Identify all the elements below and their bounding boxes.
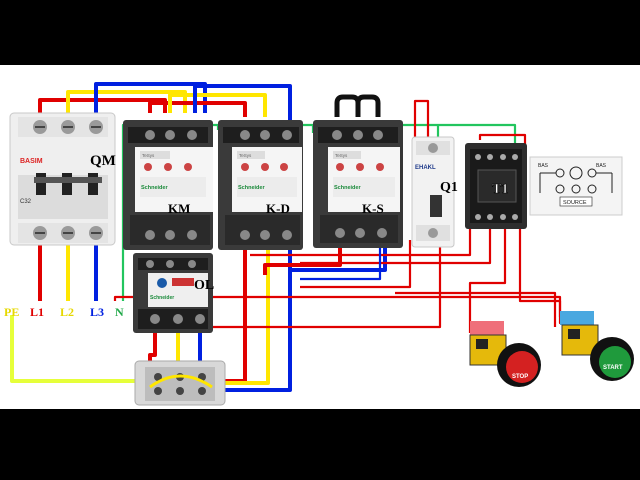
star-to-delta-red <box>263 235 342 275</box>
power-wires <box>38 82 387 392</box>
timer-t1: T1 <box>465 143 527 229</box>
kd-label: K-D <box>266 201 290 216</box>
ol-out-red <box>148 323 157 365</box>
breaker-brand: BASIM <box>20 158 43 165</box>
ks-brand: Schneider <box>334 185 361 191</box>
ol-label: OL <box>194 278 214 293</box>
l1-top-wire <box>38 98 167 113</box>
stop-button[interactable]: STOP <box>469 321 541 387</box>
km-model: TeSys <box>142 153 155 158</box>
breaker-label: QM <box>90 153 116 169</box>
overload-ol: Schneider OL <box>133 253 214 333</box>
km-delta-link-blue <box>193 84 292 120</box>
wiring-svg: BASIM C32 QM Schneider TeSys KM Schneide… <box>4 82 634 406</box>
control-loop-1 <box>413 99 430 137</box>
timer-label: T1 <box>492 182 508 197</box>
km-label: KM <box>168 201 190 216</box>
line-labels: PE L1 L2 L3 N <box>4 305 124 319</box>
control-loop-8 <box>300 227 492 265</box>
kd-brand: Schneider <box>238 185 265 191</box>
star-bridge <box>334 94 381 117</box>
mcb-label: Q1 <box>440 180 458 195</box>
l3-label: L3 <box>90 305 104 319</box>
control-loop-3 <box>468 227 507 333</box>
km-delta-link-red <box>148 101 247 117</box>
start-button[interactable]: START <box>560 311 634 381</box>
control-loop-10 <box>300 243 382 281</box>
schematic-source: SOURCE <box>563 200 587 206</box>
pe-label: PE <box>4 305 19 319</box>
km-delta-link-yellow <box>168 93 267 117</box>
km-brand: Schneider <box>141 185 168 191</box>
l1-label: L1 <box>30 305 44 319</box>
l3-top-wire <box>94 82 207 113</box>
timer-schematic: BAS BAS SOURCE <box>529 156 623 216</box>
ol-brand: Schneider <box>150 295 174 301</box>
wiring-diagram: BASIM C32 QM Schneider TeSys KM Schneide… <box>0 65 640 409</box>
control-loop-9 <box>300 240 412 289</box>
n-label: N <box>115 305 124 319</box>
delta-out-red <box>220 235 247 383</box>
start-label: START <box>603 365 623 371</box>
control-loop-7 <box>250 227 472 257</box>
delta-out-blue <box>200 235 292 392</box>
stop-label: STOP <box>512 374 528 380</box>
kd-model: TeSys <box>239 153 252 158</box>
control-loop-6 <box>113 295 562 317</box>
l2-label: L2 <box>60 305 74 319</box>
ks-label: K-S <box>362 201 384 216</box>
pe-wire <box>10 315 140 383</box>
motor-terminal-box <box>134 360 226 406</box>
contactor-ks: Schneider TeSys K-S <box>313 120 403 248</box>
contactor-km: Schneider TeSys KM <box>123 120 213 250</box>
control-loop-11 <box>395 291 557 327</box>
ks-model: TeSys <box>335 153 348 158</box>
mcb-brand: EHAKL <box>415 165 436 171</box>
breaker-rating: C32 <box>20 199 32 205</box>
mcb-q1: EHAKL Q1 <box>411 136 458 248</box>
breaker-qm: BASIM C32 QM <box>9 112 116 246</box>
schematic-label-left: BAS <box>538 163 549 169</box>
control-loop-2 <box>478 133 527 145</box>
schematic-label-right: BAS <box>596 163 607 169</box>
control-loop-4 <box>518 227 580 325</box>
contactor-kd: Schneider TeSys K-D <box>218 120 303 250</box>
